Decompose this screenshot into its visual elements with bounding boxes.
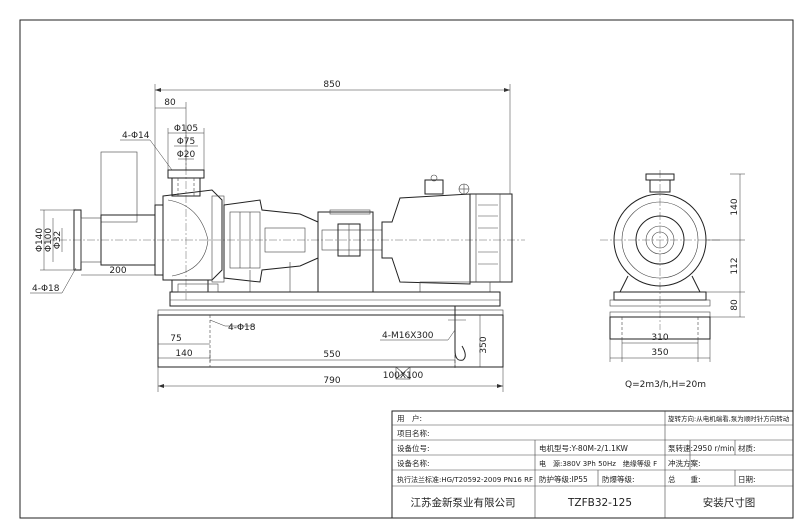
dim-790: 790 bbox=[323, 376, 340, 386]
inlet-extension-pipe bbox=[100, 151, 138, 223]
pump-casing bbox=[162, 189, 223, 281]
front-view bbox=[45, 125, 525, 380]
dim-phi140: Φ140 bbox=[35, 228, 45, 253]
grout-block bbox=[395, 366, 411, 380]
dim-phi100: Φ100 bbox=[44, 228, 54, 253]
anchor-bolt bbox=[454, 345, 466, 361]
terminal-box bbox=[424, 179, 444, 195]
dim-side-350: 350 bbox=[651, 348, 668, 358]
tb-material: 材质: bbox=[738, 443, 756, 453]
bearing-bracket bbox=[223, 199, 319, 283]
tb-equipment-no: 设备位号: bbox=[397, 443, 430, 453]
dim-phi20: Φ20 bbox=[177, 150, 196, 160]
side-foundation bbox=[609, 316, 711, 340]
motor-endshield bbox=[381, 193, 471, 285]
tb-standard: 执行法兰标准:HG/T20592-2009 PN16 RF bbox=[397, 475, 533, 484]
dim-75: 75 bbox=[170, 334, 181, 344]
tb-date: 日期: bbox=[738, 475, 756, 484]
dim-850: 850 bbox=[323, 80, 340, 90]
foundation bbox=[157, 314, 504, 368]
dim-phi32: Φ32 bbox=[53, 231, 63, 250]
dim-200: 200 bbox=[109, 266, 126, 276]
tb-project: 项目名称: bbox=[397, 428, 430, 438]
tb-drawing-title: 安装尺寸图 bbox=[703, 496, 756, 509]
dim-inlet-holes: 4-Φ18 bbox=[32, 284, 60, 294]
motor-body bbox=[469, 193, 513, 283]
dim-550: 550 bbox=[323, 350, 340, 360]
tb-flush: 冲洗方案: bbox=[668, 458, 701, 468]
tb-protection: 防护等级:IP55 bbox=[539, 474, 588, 484]
tb-speed-label: 泵转速: bbox=[668, 443, 693, 453]
dim-80: 80 bbox=[164, 98, 176, 108]
baseplate bbox=[169, 291, 501, 307]
tb-model: TZFB32-125 bbox=[567, 497, 632, 509]
tb-explosion: 防爆等级: bbox=[602, 474, 635, 484]
tb-equipment-name: 设备名称: bbox=[397, 458, 430, 468]
side-dimensions: 140 112 80 310 350 Q=2m3/h,H=20m bbox=[609, 173, 745, 390]
tb-company: 江苏金新泵业有限公司 bbox=[411, 496, 516, 509]
dim-side-310: 310 bbox=[651, 333, 668, 343]
dim-phi75: Φ75 bbox=[177, 137, 196, 147]
tb-motor-model: 电机型号:Y-80M-2/1.1KW bbox=[539, 443, 629, 453]
dim-350-depth: 350 bbox=[479, 336, 489, 353]
dim-140: 140 bbox=[175, 349, 192, 359]
performance-note: Q=2m3/h,H=20m bbox=[625, 380, 706, 390]
dim-grout: 100X100 bbox=[383, 371, 424, 381]
tb-speed-value: 2950 r/min bbox=[693, 444, 734, 453]
dim-side-140: 140 bbox=[730, 198, 740, 215]
side-view bbox=[600, 170, 720, 340]
dim-anchor-bolts: 4-M16X300 bbox=[382, 331, 434, 341]
front-dimensions: 850 80 Φ105 Φ75 Φ20 4-Φ14 Φ140 Φ100 Φ32 … bbox=[30, 80, 511, 392]
title-block bbox=[391, 410, 794, 519]
dim-base-holes: 4-Φ18 bbox=[228, 323, 256, 333]
dim-side-80: 80 bbox=[730, 299, 740, 311]
dim-phi105: Φ105 bbox=[174, 124, 198, 134]
tb-total: 总 重: bbox=[668, 474, 701, 484]
dim-side-112: 112 bbox=[730, 257, 740, 274]
tb-user: 用 户: bbox=[397, 413, 422, 423]
dim-outlet-holes: 4-Φ14 bbox=[122, 131, 150, 141]
tb-rotation: 旋转方向:从电机端看,泵为顺时针方向转动 bbox=[668, 414, 790, 423]
tb-power: 电 源:380V 3Ph 50Hz 绝缘等级 F bbox=[539, 459, 657, 468]
